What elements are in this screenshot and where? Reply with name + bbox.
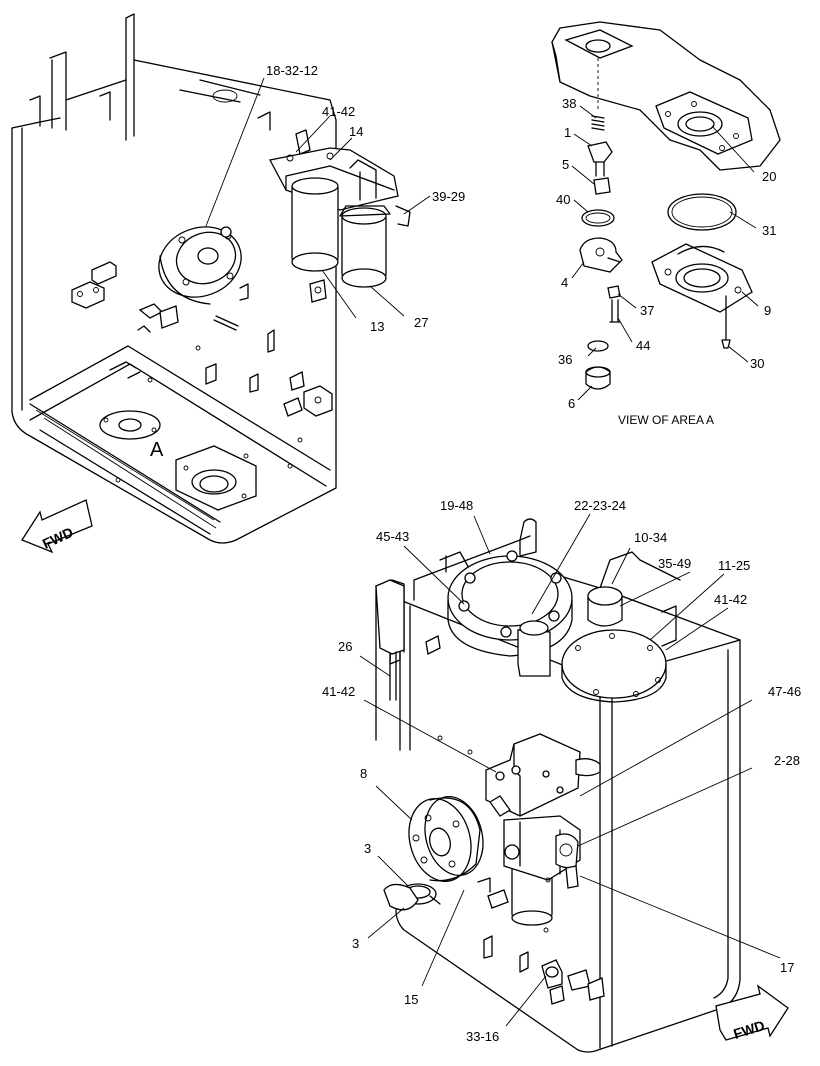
callout-20: 20 xyxy=(762,169,776,184)
callout-18-32-12: 18-32-12 xyxy=(266,63,318,78)
callout-3-lower: 3 xyxy=(352,936,359,951)
callout-1: 1 xyxy=(564,125,571,140)
area-a-marker: A xyxy=(150,439,164,461)
leader-lines xyxy=(205,77,781,1027)
fwd-arrow-lower: FWD xyxy=(715,984,789,1042)
callout-4: 4 xyxy=(561,275,568,290)
callout-26: 26 xyxy=(338,639,352,654)
callout-39-29: 39-29 xyxy=(432,189,465,204)
callout-33-16: 33-16 xyxy=(466,1029,499,1044)
callout-38: 38 xyxy=(562,96,576,111)
callout-22-23-24: 22-23-24 xyxy=(574,498,626,513)
callout-11-25: 11-25 xyxy=(718,558,750,573)
callout-47-46: 47-46 xyxy=(768,684,801,699)
callout-31: 31 xyxy=(762,223,776,238)
callout-6: 6 xyxy=(568,396,575,411)
callout-36: 36 xyxy=(558,352,572,367)
callout-8: 8 xyxy=(360,766,367,781)
callout-17: 17 xyxy=(780,960,794,975)
callout-9: 9 xyxy=(764,303,771,318)
callout-3-upper: 3 xyxy=(364,841,371,856)
callout-40: 40 xyxy=(556,192,570,207)
callout-35-49: 35-49 xyxy=(658,556,691,571)
callout-44: 44 xyxy=(636,338,650,353)
view-caption: VIEW OF AREA A xyxy=(618,413,714,427)
callout-27: 27 xyxy=(414,315,428,330)
callout-5: 5 xyxy=(562,157,569,172)
fwd-arrow-upper: FWD xyxy=(21,499,93,554)
callout-labels: 18-32-12 41-42 14 39-29 13 27 A 38 1 5 4… xyxy=(150,63,801,1044)
callout-10-34: 10-34 xyxy=(634,530,667,545)
callout-2-28: 2-28 xyxy=(774,753,800,768)
area-a-view-drawing xyxy=(551,21,781,390)
callout-41-42-top: 41-42 xyxy=(322,104,355,119)
callout-41-42-right: 41-42 xyxy=(714,592,747,607)
callout-19-48: 19-48 xyxy=(440,498,473,513)
callout-14: 14 xyxy=(349,124,363,139)
callout-37: 37 xyxy=(640,303,654,318)
callout-15: 15 xyxy=(404,992,418,1007)
callout-41-42-mid: 41-42 xyxy=(322,684,355,699)
callout-45-43: 45-43 xyxy=(376,529,409,544)
callout-30: 30 xyxy=(750,356,764,371)
lower-tank-drawing xyxy=(375,518,741,1053)
callout-13: 13 xyxy=(370,319,384,334)
upper-tank-drawing xyxy=(11,13,411,544)
